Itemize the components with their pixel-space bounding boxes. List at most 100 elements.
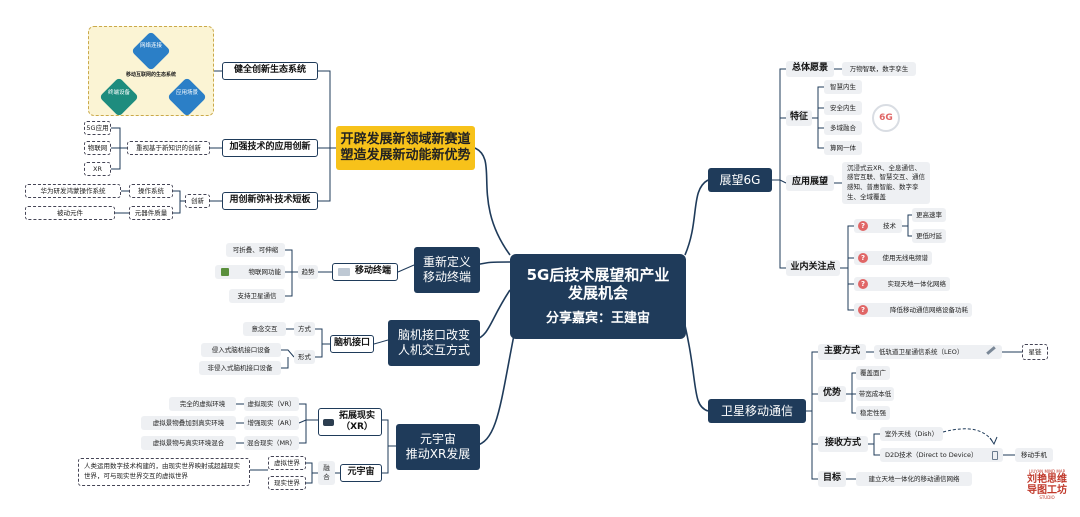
main-mode-value[interactable]: 低轨道卫星通信系统（LEO） bbox=[874, 345, 1002, 359]
bci-form-noninvasive[interactable]: 非侵入式脑机接口设备 bbox=[199, 361, 281, 375]
eco-diagram: 网络连接 移动互联网的生态系统 终端设备 应用场景 bbox=[88, 26, 214, 117]
branch-new-tracks-line1: 开辟发展新领域新赛道 bbox=[340, 131, 471, 147]
topic-receive[interactable]: 接收方式 bbox=[818, 436, 868, 452]
branch-new-tracks[interactable]: 开辟发展新领域新赛道 塑造发展新动能新优势 bbox=[336, 126, 475, 170]
recv-device[interactable]: 移动手机 bbox=[1015, 448, 1053, 462]
focus-spectrum[interactable]: ? 使用无线电频谱 bbox=[854, 251, 932, 265]
focus-tech-latency[interactable]: 更低时延 bbox=[912, 229, 946, 243]
focus-integrated-network[interactable]: ? 实现天地一体化网络 bbox=[854, 277, 950, 291]
eco-diagram-title: 移动互联网的生态系统 bbox=[125, 72, 176, 78]
branch-satellite[interactable]: 卫星移动通信 bbox=[708, 399, 806, 423]
mobile-trend[interactable]: 趋势 bbox=[298, 265, 318, 279]
recv-d2d-text: D2D技术（Direct to Device） bbox=[885, 450, 978, 459]
central-topic[interactable]: 5G后技术展望和产业 发展机会 分享嘉宾：王建宙 bbox=[510, 254, 686, 339]
focus-tech[interactable]: ? 技术 bbox=[854, 219, 902, 233]
branch-mobile-line2: 移动终端 bbox=[422, 270, 471, 284]
topic-feature[interactable]: 特征 bbox=[786, 110, 812, 126]
adv-coverage[interactable]: 覆盖面广 bbox=[856, 366, 890, 380]
recv-d2d[interactable]: D2D技术（Direct to Device） bbox=[880, 448, 1003, 462]
question-icon: ? bbox=[858, 221, 868, 231]
topic-apply-innovation[interactable]: 加强技术的应用创新 bbox=[222, 139, 318, 157]
starlink[interactable]: 星链 bbox=[1022, 344, 1048, 360]
vision-value[interactable]: 万物智联，数字孪生 bbox=[842, 62, 916, 76]
xr-type-mr[interactable]: 混合现实（MR） bbox=[244, 436, 299, 450]
topic-main-mode[interactable]: 主要方式 bbox=[818, 344, 866, 360]
xr-desc-ar[interactable]: 虚拟景物叠加到真实环境 bbox=[141, 416, 236, 430]
meta-world-real[interactable]: 现实世界 bbox=[268, 476, 306, 490]
xr-desc-vr[interactable]: 完全的虚拟环境 bbox=[169, 397, 236, 411]
topic-vision[interactable]: 总体愿景 bbox=[786, 61, 834, 77]
apply-item-xr[interactable]: XR bbox=[84, 162, 111, 176]
meta-world-virtual[interactable]: 虚拟世界 bbox=[268, 456, 306, 470]
branch-metaverse-line2: 推动XR发展 bbox=[405, 447, 471, 461]
brand-logo: LIUYAN MIND MAP 刘艳思维 导图工坊 STUDIO bbox=[1020, 469, 1074, 512]
gap-parts-detail[interactable]: 被动元件 bbox=[25, 206, 115, 220]
focus-integrated-label: 实现天地一体化网络 bbox=[887, 279, 947, 288]
eco-node-network: 网络连接 bbox=[139, 43, 162, 49]
question-icon: ? bbox=[858, 305, 868, 315]
feature-item-computing[interactable]: 算网一体 bbox=[824, 141, 862, 155]
branch-bci-line2: 人机交互方式 bbox=[397, 343, 470, 357]
bci-mode-item[interactable]: 意念交互 bbox=[243, 322, 286, 336]
topic-focus[interactable]: 业内关注点 bbox=[786, 260, 840, 276]
central-title-line2: 发展机会 bbox=[567, 284, 628, 303]
topic-goal[interactable]: 目标 bbox=[818, 471, 846, 487]
branch-mobile-terminal[interactable]: 重新定义 移动终端 bbox=[414, 247, 480, 293]
gap-tag-innovation[interactable]: 创新 bbox=[185, 194, 210, 208]
topic-mobile-label: 移动终端 bbox=[354, 266, 391, 277]
globe-6g-icon: 6G bbox=[872, 104, 900, 132]
satellite-icon bbox=[986, 346, 996, 355]
recv-dish[interactable]: 室外天线（Dish） bbox=[880, 427, 943, 441]
feature-item-security[interactable]: 安全内生 bbox=[824, 101, 862, 115]
bci-form[interactable]: 形式 bbox=[294, 350, 315, 364]
mobile-item-foldable[interactable]: 可折叠、可伸缩 bbox=[226, 243, 285, 257]
meta-desc[interactable]: 人类运用数字技术构建的，由现实世界映射或超越现实世界，可与现实世界交互的虚拟世界 bbox=[78, 458, 250, 486]
topic-xr[interactable]: 拓展现实 （XR） bbox=[318, 408, 382, 436]
bci-form-invasive[interactable]: 侵入式脑机接口设备 bbox=[201, 343, 281, 357]
xr-type-vr[interactable]: 虚拟现实（VR） bbox=[244, 397, 299, 411]
focus-tech-speed[interactable]: 更高速率 bbox=[912, 208, 946, 222]
device-icon bbox=[992, 451, 998, 460]
bci-mode[interactable]: 方式 bbox=[294, 322, 315, 336]
main-mode-text: 低轨道卫星通信系统（LEO） bbox=[879, 347, 964, 356]
adv-stability[interactable]: 稳定性强 bbox=[856, 406, 890, 420]
topic-bci[interactable]: 脑机接口 bbox=[330, 335, 374, 353]
goal-value[interactable]: 建立天地一体化的移动通信网络 bbox=[856, 472, 972, 486]
phone-icon bbox=[338, 268, 350, 276]
topic-fill-gap[interactable]: 用创新弥补技术短板 bbox=[222, 192, 318, 210]
topic-advantage[interactable]: 优势 bbox=[818, 386, 846, 402]
gap-os-detail[interactable]: 华为研发鸿蒙操作系统 bbox=[25, 184, 121, 198]
topic-outlook[interactable]: 应用展望 bbox=[786, 175, 834, 191]
logo-line1: 刘艳思维 bbox=[1027, 474, 1067, 486]
focus-power-label: 降低移动通信网络设备功耗 bbox=[890, 305, 968, 314]
feature-item-ai[interactable]: 智慧内生 bbox=[824, 80, 862, 94]
topic-mobile-terminal[interactable]: 移动终端 bbox=[332, 263, 398, 281]
diamond-device bbox=[99, 77, 139, 117]
branch-metaverse-line1: 元宇宙 bbox=[419, 432, 456, 446]
mobile-item-iot[interactable]: 物联网功能 bbox=[215, 265, 285, 279]
mobile-item-satellite[interactable]: 支持卫星通信 bbox=[229, 289, 285, 303]
topic-xr-line2: （XR） bbox=[341, 422, 373, 432]
apply-item-5g[interactable]: 5G应用 bbox=[84, 121, 111, 135]
apply-detail[interactable]: 重视基于新知识的创新 bbox=[127, 141, 210, 155]
feature-item-fusion[interactable]: 多域融合 bbox=[824, 121, 862, 135]
focus-tech-label: 技术 bbox=[883, 221, 896, 230]
gap-parts[interactable]: 元器件质量 bbox=[129, 206, 173, 220]
xr-desc-mr[interactable]: 虚拟景物与真实环境混合 bbox=[141, 436, 236, 450]
branch-6g[interactable]: 展望6G bbox=[708, 168, 772, 192]
gap-os[interactable]: 操作系统 bbox=[129, 184, 173, 198]
topic-metaverse[interactable]: 元宇宙 bbox=[340, 464, 382, 482]
focus-power[interactable]: ? 降低移动通信网络设备功耗 bbox=[854, 303, 972, 317]
eco-node-scene: 应用场景 bbox=[175, 90, 198, 96]
branch-bci[interactable]: 脑机接口改变 人机交互方式 bbox=[388, 320, 480, 366]
apply-item-iot[interactable]: 物联网 bbox=[84, 141, 111, 155]
xr-type-ar[interactable]: 增强现实（AR） bbox=[244, 416, 299, 430]
adv-cost[interactable]: 带宽成本低 bbox=[856, 387, 894, 401]
branch-metaverse[interactable]: 元宇宙 推动XR发展 bbox=[396, 424, 480, 470]
topic-eco-system[interactable]: 健全创新生态系统 bbox=[222, 62, 318, 80]
outlook-value[interactable]: 沉浸式云XR、全息通信、感官互联、智慧交互、通信感知、普惠智能、数字孪生、全域覆… bbox=[842, 162, 930, 204]
meta-fuse[interactable]: 融合 bbox=[318, 461, 335, 485]
branch-mobile-line1: 重新定义 bbox=[422, 255, 471, 269]
logo-line2: 导图工坊 bbox=[1027, 485, 1067, 497]
